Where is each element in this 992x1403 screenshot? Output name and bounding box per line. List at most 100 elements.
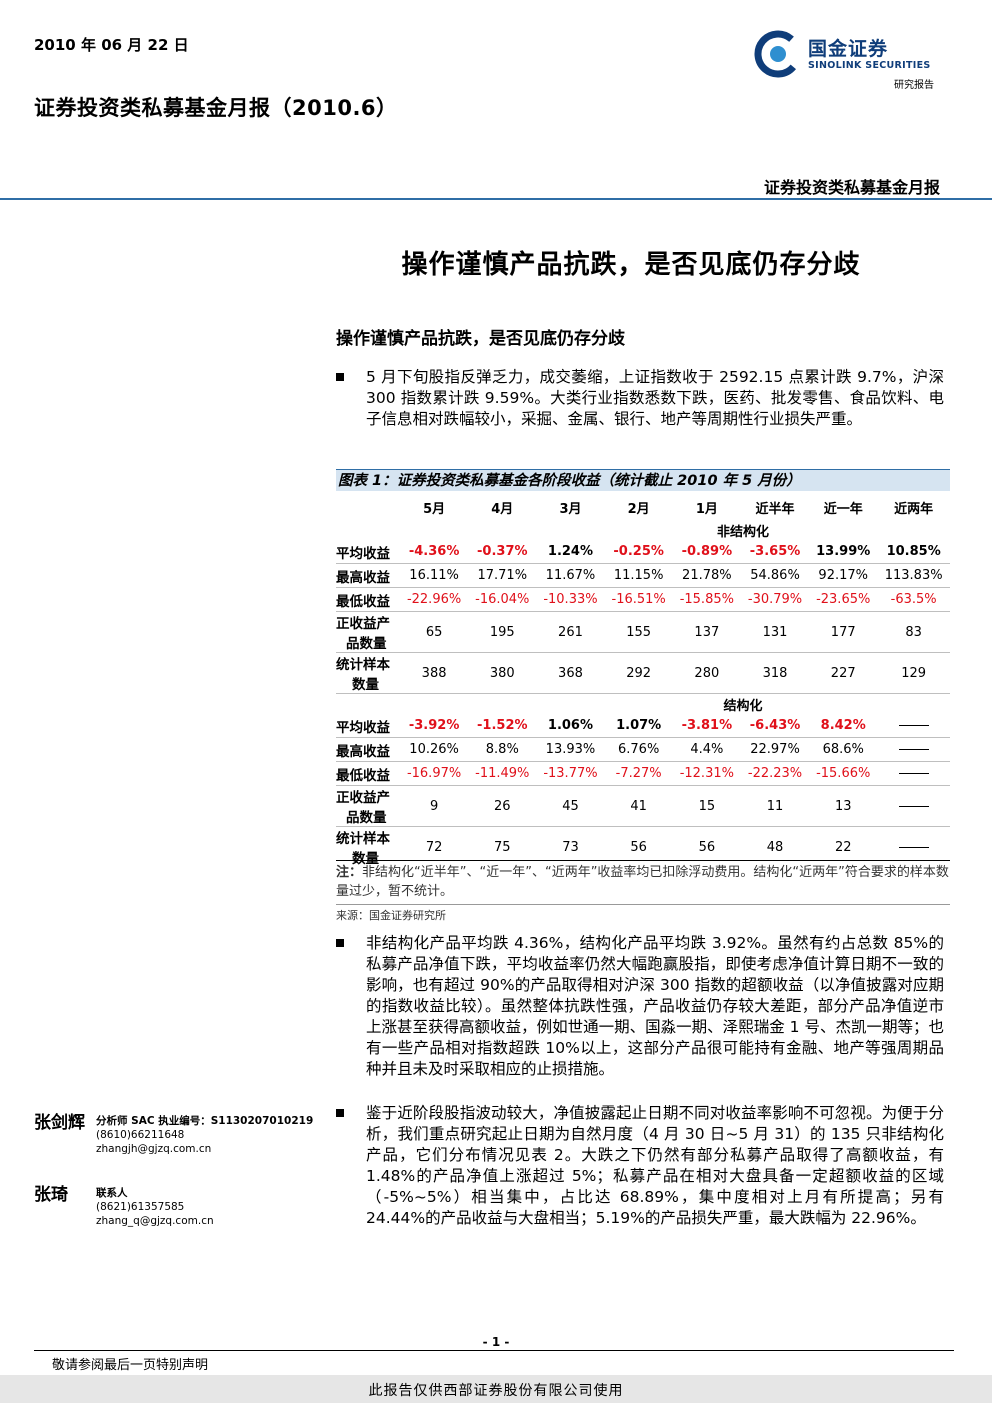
table-cell: 22.97%	[740, 737, 810, 762]
table-cell: 41	[604, 785, 673, 827]
row-label-line: 正收益产	[336, 616, 390, 632]
table-cell	[877, 737, 950, 762]
table-cell: 11	[740, 785, 810, 827]
table-cell: -23.65%	[809, 587, 878, 612]
company-logo: 国金证券 SINOLINK SECURITIES 研究报告	[752, 26, 952, 96]
page-number: - 1 -	[482, 1335, 510, 1349]
table-cell: 227	[809, 652, 878, 694]
column-header: 1月	[695, 501, 718, 517]
not-available-dash	[898, 773, 929, 774]
column-header: 2月	[627, 501, 650, 517]
row-label: 平均收益	[336, 714, 400, 738]
table-cell: 1.24%	[536, 540, 605, 564]
table-row: 最低收益 -22.96% -16.04% -10.33% -16.51% -15…	[336, 587, 950, 612]
table-cell: -22.23%	[740, 761, 810, 786]
table-cell: -22.96%	[400, 587, 469, 612]
logo-chinese-name: 国金证券	[808, 38, 889, 60]
row-label-line: 统计样本	[336, 831, 390, 847]
table-cell: 11.67%	[536, 563, 605, 588]
series-title: 证券投资类私募基金月报	[763, 178, 940, 197]
table-cell: -10.33%	[536, 587, 605, 612]
table-cell: 8.8%	[468, 737, 537, 762]
bullet-paragraph: 鉴于近阶段股指波动较大，净值披露起止日期不同对收益率影响不可忽视。为便于分析，我…	[336, 1103, 944, 1229]
table-corner	[336, 494, 400, 520]
table-row: 正收益产品数量 9 26 45 41 15 11 13	[336, 785, 950, 827]
table-row: 最低收益 -16.97% -11.49% -13.77% -7.27% -12.…	[336, 761, 950, 786]
table-cell: 129	[877, 652, 950, 694]
row-label: 平均收益	[336, 540, 400, 564]
figure-title: 图表 1：证券投资类私募基金各阶段收益（统计截止 2010 年 5 月份）	[336, 469, 950, 491]
bullet-marker-icon	[336, 1109, 344, 1117]
table-cell: -1.52%	[468, 714, 537, 738]
table-row: 最高收益 10.26% 8.8% 13.93% 6.76% 4.4% 22.97…	[336, 737, 950, 762]
column-header: 3月	[559, 501, 582, 517]
table-cell: -0.89%	[672, 540, 741, 564]
footer-disclaimer: 敬请参阅最后一页特别声明	[52, 1358, 209, 1373]
table-cell: 4.4%	[672, 737, 741, 762]
table-cell: -3.92%	[400, 714, 469, 738]
row-label: 正收益产品数量	[336, 611, 400, 653]
section-row: 结构化	[336, 694, 950, 715]
bullet-text: 5 月下旬股指反弹乏力，成交萎缩，上证指数收于 2592.15 点累计跌 9.7…	[366, 368, 944, 428]
column-header: 近一年	[823, 501, 863, 517]
table-cell: 113.83%	[877, 563, 950, 588]
table-source: 来源：国金证券研究所	[336, 904, 950, 923]
table-cell	[877, 827, 950, 868]
table-cell: 280	[672, 652, 741, 694]
table-cell: 177	[809, 611, 878, 653]
table-cell: -15.85%	[672, 587, 741, 612]
table-cell: -12.31%	[672, 761, 741, 786]
table-cell: 368	[536, 652, 605, 694]
table-cell: 26	[468, 785, 537, 827]
analyst-name: 张剑辉	[34, 1113, 85, 1133]
bullet-text: 鉴于近阶段股指波动较大，净值披露起止日期不同对收益率影响不可忽视。为便于分析，我…	[366, 1104, 944, 1227]
table-row: 最高收益 16.11% 17.71% 11.67% 11.15% 21.78% …	[336, 563, 950, 588]
table-header-row: 5月 4月 3月 2月 1月 近半年 近一年 近两年	[336, 494, 950, 520]
analyst-email[interactable]: zhang_q@gjzq.com.cn	[96, 1215, 214, 1227]
table-row: 平均收益 -3.92% -1.52% 1.06% 1.07% -3.81% -6…	[336, 714, 950, 738]
table-row: 正收益产品数量 65 195 261 155 137 131 177 83	[336, 611, 950, 653]
table-cell: -3.81%	[672, 714, 741, 738]
document-title: 证券投资类私募基金月报（2010.6）	[34, 96, 398, 120]
table-cell: -4.36%	[400, 540, 469, 564]
table-cell: 16.11%	[400, 563, 469, 588]
row-label: 最高收益	[336, 563, 400, 588]
analyst-credential: 分析师 SAC 执业编号：S1130207010219	[96, 1115, 314, 1127]
logo-english-name: SINOLINK SECURITIES	[808, 60, 931, 71]
table-cell: 65	[400, 611, 469, 653]
table-cell: 10.85%	[877, 540, 950, 564]
bullet-paragraph: 非结构化产品平均跌 4.36%，结构化产品平均跌 3.92%。虽然有约占总数 8…	[336, 933, 944, 1080]
table-row: 平均收益 -4.36% -0.37% 1.24% -0.25% -0.89% -…	[336, 540, 950, 564]
bullet-marker-icon	[336, 939, 344, 947]
table-cell: 75	[494, 839, 511, 855]
table-cell: 56	[630, 839, 647, 855]
note-text: 非结构化“近半年”、“近一年”、“近两年”收益率均已扣除浮动费用。结构化“近两年…	[336, 865, 949, 899]
column-header: 4月	[491, 501, 514, 517]
bullet-paragraph: 5 月下旬股指反弹乏力，成交萎缩，上证指数收于 2592.15 点累计跌 9.7…	[336, 367, 944, 430]
table-cell: 8.42%	[809, 714, 878, 738]
table-cell	[877, 785, 950, 827]
table-row: 统计样本数量 72 75 73 56 56 48 22	[336, 827, 950, 868]
table-cell: 92.17%	[809, 563, 878, 588]
analyst-phone: (8610)66211648	[96, 1129, 185, 1141]
bullet-marker-icon	[336, 373, 344, 381]
not-available-dash	[898, 805, 929, 807]
row-label-line: 数量	[352, 677, 379, 693]
table-cell: 9	[400, 785, 469, 827]
row-label-line: 数量	[352, 851, 379, 867]
analyst-email[interactable]: zhangjh@gjzq.com.cn	[96, 1143, 212, 1155]
note-label: 注：	[336, 865, 363, 880]
returns-table: 5月 4月 3月 2月 1月 近半年 近一年 近两年 非结构化 平均收益 -4.…	[336, 494, 950, 867]
table-cell: 48	[766, 839, 784, 855]
table-cell: -30.79%	[740, 587, 810, 612]
table-cell: -16.04%	[468, 587, 537, 612]
table-cell: 1.07%	[604, 714, 673, 738]
table-cell: -0.25%	[604, 540, 673, 564]
column-header: 近半年	[755, 501, 795, 517]
headline: 操作谨慎产品抗跌，是否见底仍存分歧	[401, 250, 861, 280]
table-cell: 72	[425, 839, 443, 855]
section-row: 非结构化	[336, 520, 950, 540]
table-cell: -16.97%	[400, 761, 469, 786]
table-row: 统计样本数量 388 380 368 292 280 318 227 129	[336, 652, 950, 694]
table-cell: 137	[672, 611, 741, 653]
